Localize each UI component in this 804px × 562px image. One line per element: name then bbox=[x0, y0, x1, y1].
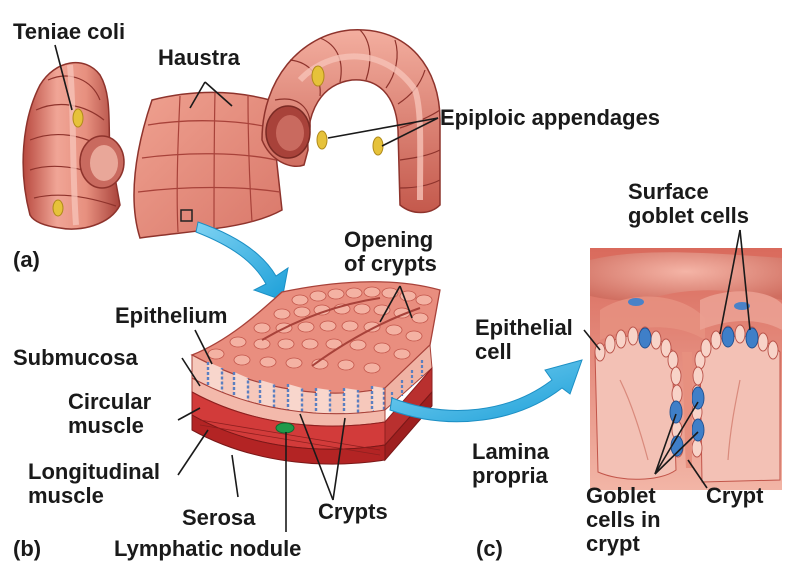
crypt-closeup bbox=[590, 248, 782, 490]
colon-flat-section bbox=[134, 92, 282, 238]
magnify-arrow-a-to-b bbox=[196, 222, 288, 300]
label-epiploic-appendages: Epiploic appendages bbox=[440, 106, 660, 130]
label-circular-muscle: Circular muscle bbox=[68, 390, 151, 438]
label-serosa: Serosa bbox=[182, 506, 255, 530]
label-surface-goblet-cells: Surface goblet cells bbox=[628, 180, 749, 228]
label-panel-a: (a) bbox=[13, 248, 40, 272]
label-opening-of-crypts: Opening of crypts bbox=[344, 228, 437, 276]
label-crypt: Crypt bbox=[706, 484, 763, 508]
label-epithelium: Epithelium bbox=[115, 304, 227, 328]
label-teniae-coli: Teniae coli bbox=[13, 20, 125, 44]
label-epithelial-cell: Epithelial cell bbox=[475, 316, 573, 364]
label-goblet-cells-in-crypt: Goblet cells in crypt bbox=[586, 484, 661, 556]
label-panel-b: (b) bbox=[13, 537, 41, 561]
colon-arch-tube bbox=[262, 30, 440, 213]
mucosa-block bbox=[192, 282, 440, 464]
label-haustra: Haustra bbox=[158, 46, 240, 70]
label-longitudinal-muscle: Longitudinal muscle bbox=[28, 460, 160, 508]
colon-left-tube bbox=[23, 63, 124, 229]
label-crypts: Crypts bbox=[318, 500, 388, 524]
label-submucosa: Submucosa bbox=[13, 346, 138, 370]
label-panel-c: (c) bbox=[476, 537, 503, 561]
label-lamina-propria: Lamina propria bbox=[472, 440, 549, 488]
label-lymphatic-nodule: Lymphatic nodule bbox=[114, 537, 301, 561]
